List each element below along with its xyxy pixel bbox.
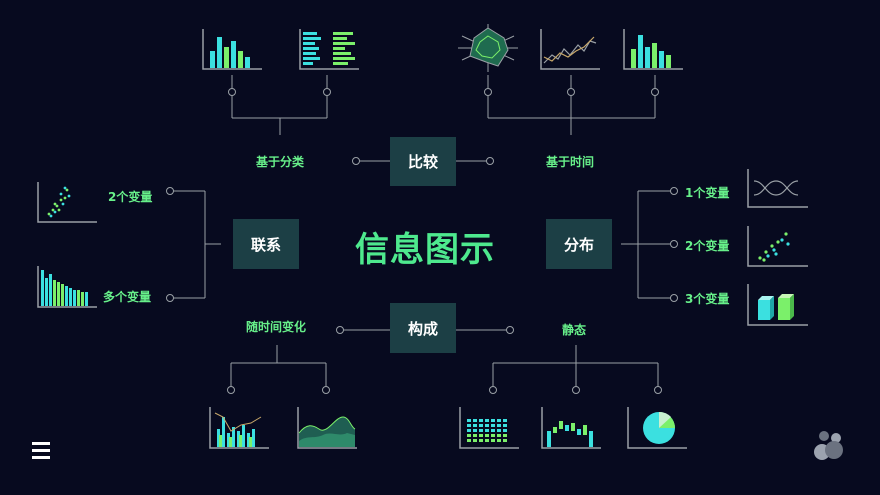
branch-static: 静态 — [562, 323, 587, 337]
waffle-chart-icon — [459, 407, 519, 449]
scatter-plot-icon — [37, 182, 97, 223]
column-chart-icon — [623, 29, 683, 70]
branch-by-time: 基于时间 — [546, 155, 595, 169]
3d-bar-icon — [747, 284, 808, 326]
menu-icon[interactable] — [32, 442, 50, 462]
pie-chart-icon — [627, 407, 687, 449]
composition-label: 构成 — [407, 319, 438, 338]
wave-curve-icon — [747, 169, 808, 208]
relation-box[interactable]: 联系 — [233, 219, 299, 269]
stacked-column-icon — [209, 407, 269, 449]
branch-dist-two-vars: 2个变量 — [685, 239, 730, 253]
branch-relation-multi-vars: 多个变量 — [103, 290, 152, 304]
compare-label: 比较 — [407, 153, 438, 171]
distribution-box[interactable]: 分布 — [546, 219, 612, 269]
line-chart-icon — [540, 29, 600, 70]
distribution-label: 分布 — [563, 235, 594, 254]
relation-label: 联系 — [250, 235, 281, 254]
logo-icon — [814, 431, 843, 460]
histogram-icon — [37, 266, 97, 308]
branch-dist-one-var: 1个变量 — [685, 186, 730, 200]
bar-chart-icon — [202, 29, 262, 70]
branch-dist-three-vars: 3个变量 — [685, 292, 730, 306]
bubble-scatter-icon — [747, 226, 808, 267]
radar-chart-icon — [458, 24, 518, 72]
branch-relation-two-vars: 2个变量 — [108, 190, 153, 204]
branch-over-time: 随时间变化 — [246, 320, 307, 334]
branch-by-category: 基于分类 — [256, 155, 305, 169]
main-title: 信息图示 — [355, 229, 495, 270]
horizontal-bar-chart-icon — [299, 29, 359, 70]
waterfall-chart-icon — [541, 407, 601, 449]
area-chart-icon — [297, 407, 357, 449]
compare-box[interactable]: 比较 — [390, 137, 456, 186]
composition-box[interactable]: 构成 — [390, 303, 456, 353]
